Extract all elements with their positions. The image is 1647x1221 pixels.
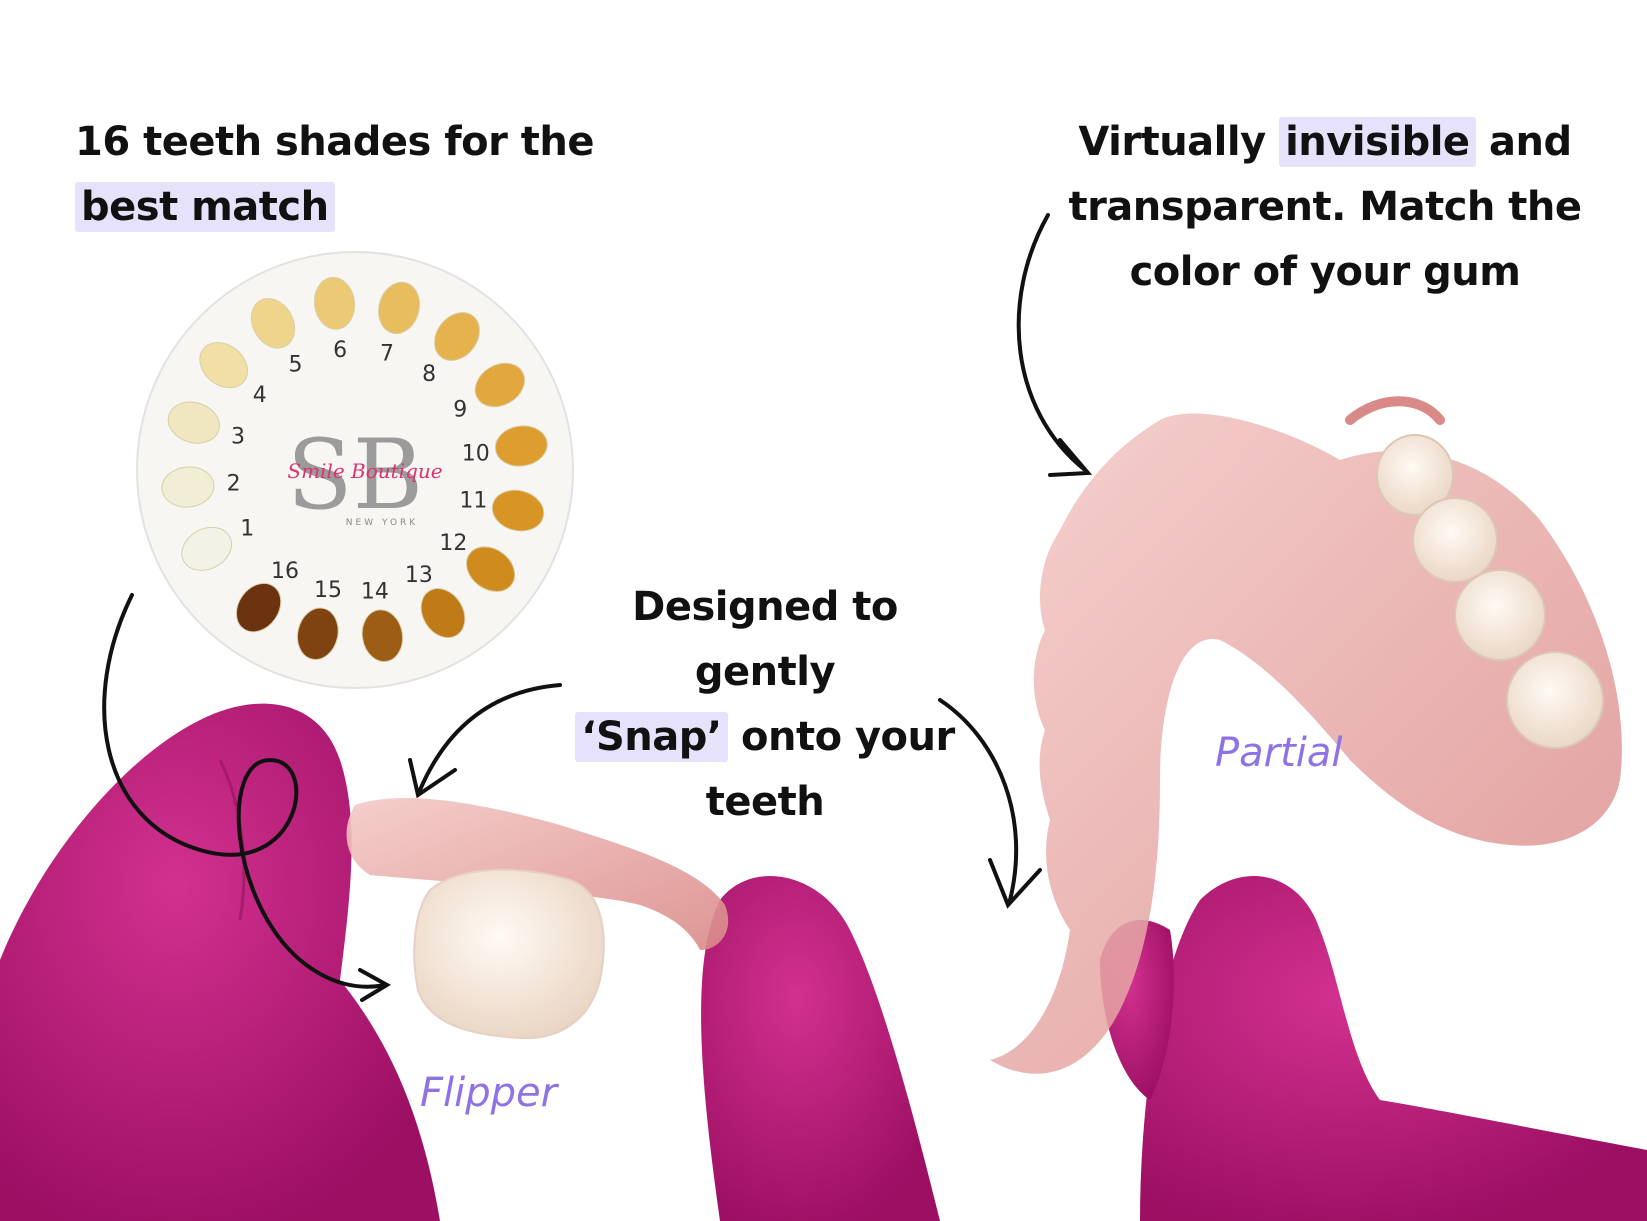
center-heading-line1: Designed to gently — [632, 584, 898, 695]
shade-tooth — [361, 609, 404, 663]
logo-city: NEW YORK — [346, 518, 418, 528]
partial-denture — [990, 396, 1622, 1074]
flipper-appliance — [346, 797, 729, 1040]
shade-number: 11 — [459, 489, 487, 514]
shade-teeth — [161, 276, 548, 663]
center-heading-highlight: ‘Snap’ — [575, 712, 728, 762]
shade-tooth — [199, 342, 249, 389]
shade-number: 9 — [453, 397, 467, 422]
shade-number: 1 — [240, 516, 254, 541]
shade-tooth — [494, 425, 548, 467]
shade-number: 14 — [361, 579, 389, 604]
shade-tooth — [161, 466, 215, 508]
arrows — [102, 213, 1093, 1002]
shade-tooth — [250, 298, 296, 349]
right-heading-line2: transparent. Match the — [1068, 184, 1582, 230]
right-heading-highlight: invisible — [1279, 117, 1476, 167]
shade-number: 10 — [462, 442, 490, 467]
shade-tooth — [235, 582, 282, 633]
shade-number: 5 — [289, 353, 303, 378]
right-heading-line1-before: Virtually — [1078, 119, 1280, 165]
shade-tooth — [378, 281, 420, 335]
shade-number: 2 — [227, 471, 241, 496]
right-heading: Virtually invisible and transparent. Mat… — [1035, 110, 1615, 305]
shade-number: 13 — [405, 563, 433, 588]
partial-caption: Partial — [1215, 730, 1343, 776]
center-heading-line2-after: onto your — [727, 714, 955, 760]
left-heading-line1: 16 teeth shades for the — [75, 119, 595, 165]
shade-tooth — [420, 588, 466, 639]
shade-tooth — [434, 312, 480, 361]
shade-number: 16 — [271, 559, 299, 584]
shade-number: 3 — [231, 425, 245, 450]
shade-tooth — [296, 607, 339, 661]
shade-number: 8 — [422, 362, 436, 387]
arrow-invisible — [1016, 213, 1087, 472]
logo-script: Smile Boutique — [287, 459, 442, 483]
flipper-caption: Flipper — [420, 1070, 558, 1116]
left-heading: 16 teeth shades for the best match — [75, 110, 595, 240]
shade-tooth — [466, 546, 516, 592]
right-glove — [1100, 876, 1647, 1221]
left-glove — [0, 703, 940, 1221]
right-heading-line1-after: and — [1475, 119, 1572, 165]
logo-initials: SB — [287, 419, 423, 531]
center-heading-line3: teeth — [705, 779, 825, 825]
shade-number: 12 — [439, 531, 467, 556]
arrow-shade-to-flipper — [102, 593, 387, 989]
center-heading: Designed to gently ‘Snap’ onto your teet… — [560, 575, 970, 835]
arrow-snap-left — [418, 683, 562, 792]
right-heading-line3: color of your gum — [1129, 249, 1521, 295]
shade-tooth — [474, 362, 526, 408]
shade-number: 4 — [253, 383, 267, 408]
shade-number: 6 — [333, 338, 347, 363]
shade-tooth — [167, 401, 220, 444]
left-heading-highlight: best match — [75, 182, 335, 232]
arrow-snap-right — [938, 698, 1019, 902]
shade-tooth — [313, 276, 356, 330]
shade-number: 7 — [380, 341, 394, 366]
shade-tooth — [181, 526, 233, 571]
shade-number: 15 — [314, 578, 342, 603]
shade-tooth — [491, 489, 545, 532]
